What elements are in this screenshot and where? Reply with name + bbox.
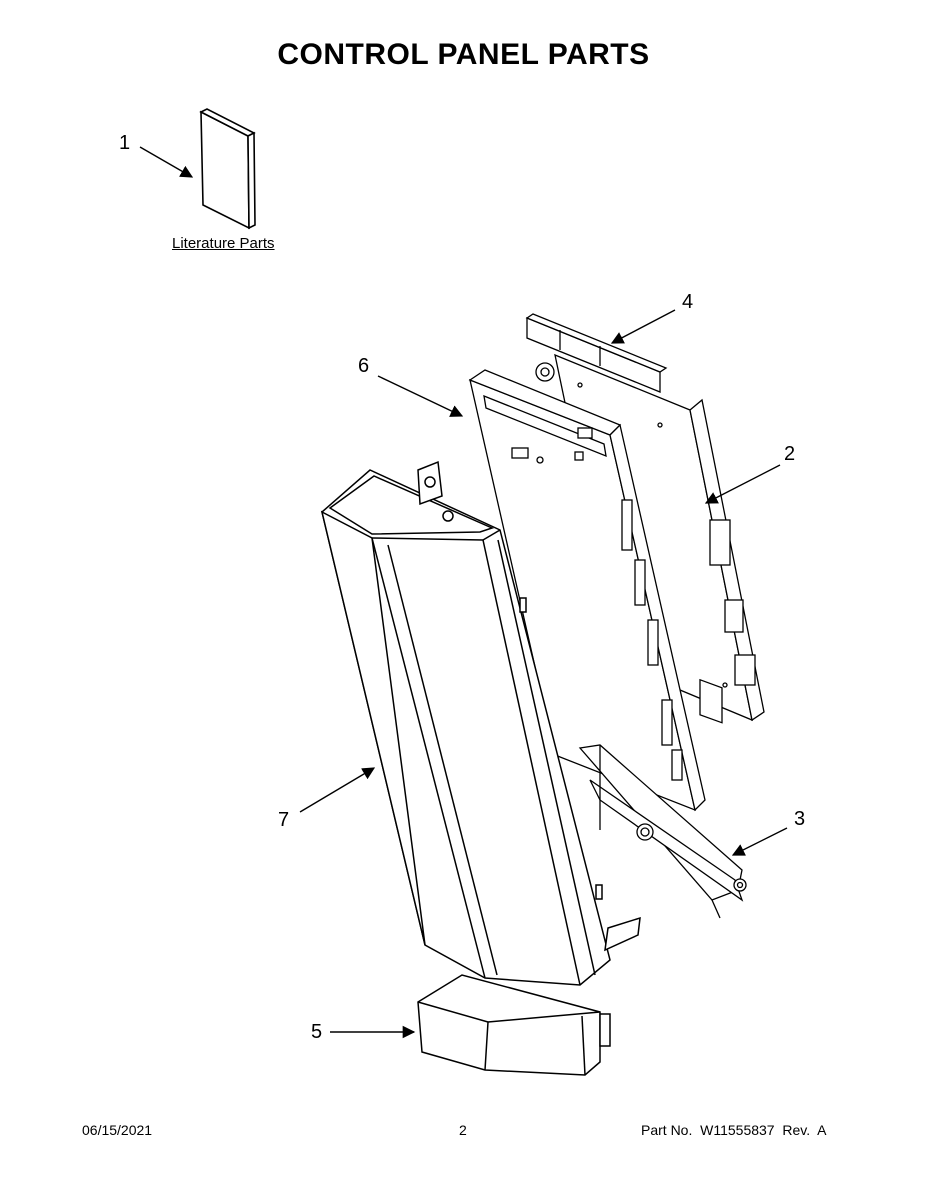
callout-1: 1 xyxy=(119,132,131,154)
literature-booklet xyxy=(199,108,256,230)
part-rail-bracket xyxy=(525,313,668,393)
callout-6: 6 xyxy=(358,355,370,377)
callout-2: 2 xyxy=(784,443,796,465)
footer-page-number: 2 xyxy=(459,1122,467,1138)
literature-parts-label: Literature Parts xyxy=(172,235,275,252)
part-panel-frame xyxy=(468,362,706,812)
callout-4: 4 xyxy=(682,291,694,313)
page-title: CONTROL PANEL PARTS xyxy=(277,38,650,71)
part-lower-bracket xyxy=(578,744,747,919)
leader-lines xyxy=(139,146,788,1039)
part-end-cap xyxy=(417,974,611,1076)
callout-7: 7 xyxy=(278,809,290,831)
part-console-housing xyxy=(320,460,641,986)
callout-5: 5 xyxy=(311,1021,323,1043)
footer-date: 06/15/2021 xyxy=(82,1122,153,1138)
callout-3: 3 xyxy=(794,808,806,830)
footer-part-number: Part No. W11555837 Rev. A xyxy=(641,1122,827,1138)
